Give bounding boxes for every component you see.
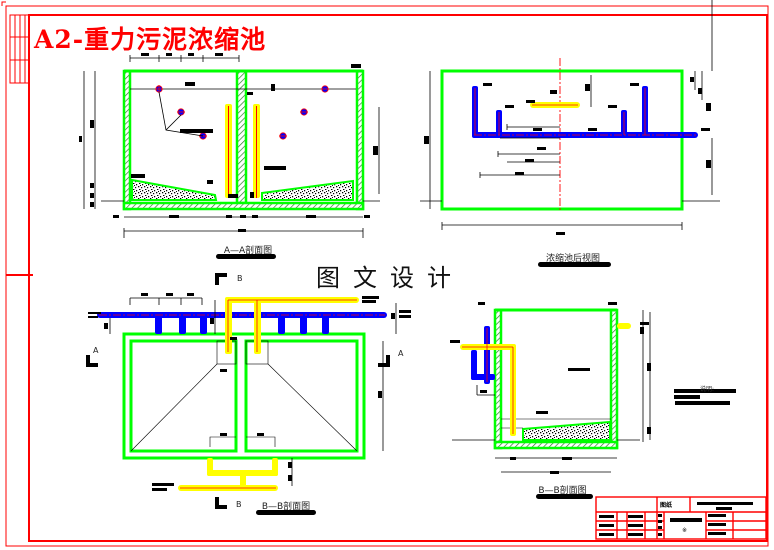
- caption-underline: [216, 254, 276, 259]
- title-block: [595, 496, 767, 540]
- caption-underline: [256, 510, 316, 515]
- drawing-title: A2-重力污泥浓缩池: [34, 25, 267, 54]
- section-bb-view: [450, 302, 736, 474]
- section-aa-view: [79, 53, 380, 238]
- sludge-bed: [131, 178, 354, 201]
- sludge-pipe: [471, 326, 495, 384]
- caption-underline: [536, 494, 593, 499]
- dimension-lines: [79, 53, 380, 238]
- tank-outline: [440, 69, 684, 211]
- sludge-manifold: [472, 86, 698, 138]
- section-markers: [86, 273, 390, 509]
- caption-underline: [538, 262, 611, 267]
- title-block-label: 图纸: [660, 502, 673, 509]
- dimension-labels: [131, 64, 361, 198]
- sludge-manifold: [97, 312, 387, 334]
- section-marker-b-bottom: B: [236, 500, 242, 509]
- notes-title: 说明:: [700, 386, 715, 393]
- caption-section-aa: A—A剖面图: [223, 246, 273, 256]
- caption-section-bb-plan: B—B剖面图: [261, 502, 311, 512]
- caption-rear-view: 浓缩池后视图: [545, 254, 600, 264]
- caption-section-bb: B—B剖面图: [538, 486, 587, 496]
- inner-tank-left: [129, 339, 238, 453]
- plan-view: [86, 273, 411, 509]
- watermark-text: 图文设计: [316, 264, 464, 292]
- inner-border: [28, 14, 768, 542]
- section-marker-b-top: B: [237, 274, 243, 283]
- dimension-lines: [420, 0, 720, 235]
- supernatant-pipes: [225, 104, 260, 198]
- inner-tank-right: [244, 339, 359, 453]
- section-marker-a-left: A: [93, 346, 99, 355]
- section-marker-a-right: A: [398, 349, 404, 358]
- rear-view: [420, 0, 720, 235]
- title-block-mark: ※: [682, 527, 688, 534]
- outer-tank: [122, 332, 366, 460]
- binding-margin-grid: [6, 14, 33, 276]
